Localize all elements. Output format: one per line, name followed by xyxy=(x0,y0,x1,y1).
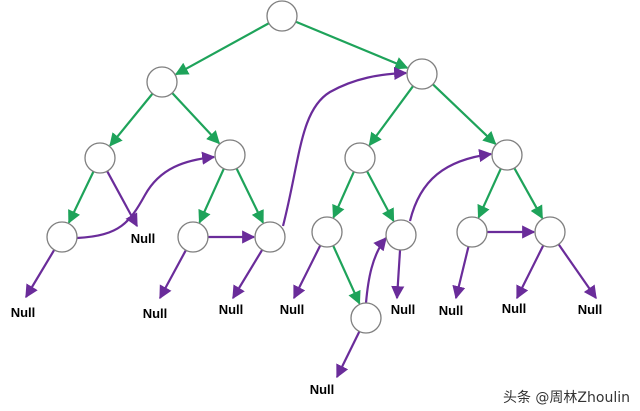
child-edge-lr-lrl xyxy=(198,168,225,224)
watermark: 头条 @周林Zhoulin xyxy=(502,390,630,406)
thread-edge-rllr-rlr xyxy=(364,236,387,304)
child-edge-rr-rrr xyxy=(513,167,544,220)
thread-edge-rrr-null-l xyxy=(516,244,545,300)
null-rrr-l-label: Null xyxy=(502,301,527,316)
child-edge-lr-lrr xyxy=(235,167,264,224)
null-rlr-label: Null xyxy=(391,302,416,317)
child-edge-root-l xyxy=(174,22,270,76)
thread-edge-rlr-null xyxy=(391,249,405,300)
nodes-layer xyxy=(46,0,566,334)
null-lll-label: Null xyxy=(11,305,36,320)
tree-node-ll xyxy=(84,142,116,174)
tree-node-lr xyxy=(214,139,246,171)
child-edge-ll-lll xyxy=(67,171,95,224)
thread-edge-rll-null xyxy=(293,244,322,300)
child-edge-rr-rrl xyxy=(477,168,502,219)
tree-node-rrr xyxy=(534,216,566,248)
thread-edge-rrl-null xyxy=(452,246,470,300)
null-rrr-r-label: Null xyxy=(578,302,603,317)
child-edge-rl-rll xyxy=(332,171,355,219)
edges-layer xyxy=(25,20,597,379)
child-edge-rll-rllr xyxy=(332,245,361,305)
null-rll-label: Null xyxy=(280,302,305,317)
thread-edge-lll-null xyxy=(25,249,56,299)
tree-node-rrl xyxy=(456,216,488,248)
tree-node-root xyxy=(266,0,298,32)
child-edge-l-lr xyxy=(171,92,220,145)
thread-edge-rllr-null xyxy=(336,330,361,379)
thread-edge-rlr-rr xyxy=(408,148,493,222)
null-llr-label: Null xyxy=(131,231,156,246)
child-edge-r-rr xyxy=(432,83,497,145)
tree-node-l xyxy=(146,66,178,98)
thread-edge-lrr-null xyxy=(232,249,264,300)
null-lrl-label: Null xyxy=(143,306,168,321)
tree-node-lll xyxy=(46,221,78,253)
thread-edge-rrr-null-r xyxy=(557,243,597,300)
tree-node-rllr xyxy=(350,302,382,334)
tree-node-rll xyxy=(311,216,343,248)
child-edge-root-r xyxy=(295,20,409,70)
tree-node-r xyxy=(406,58,438,90)
child-edge-r-rl xyxy=(368,85,414,147)
thread-edge-lrr-r xyxy=(281,66,408,227)
null-rrl-label: Null xyxy=(439,303,464,318)
tree-node-lrl xyxy=(177,221,209,253)
thread-edge-lll-lr xyxy=(76,151,216,240)
child-edge-l-ll xyxy=(109,92,154,147)
thread-edge-lrl-null xyxy=(159,249,187,300)
child-edge-rl-rlr xyxy=(366,170,395,223)
null-rllr-label: Null xyxy=(310,382,335,397)
tree-node-rl xyxy=(344,142,376,174)
tree-node-rr xyxy=(491,139,523,171)
thread-edge-ll-null xyxy=(106,170,138,228)
tree-node-rlr xyxy=(385,219,417,251)
null-lrr-label: Null xyxy=(219,302,244,317)
tree-node-lrr xyxy=(254,221,286,253)
